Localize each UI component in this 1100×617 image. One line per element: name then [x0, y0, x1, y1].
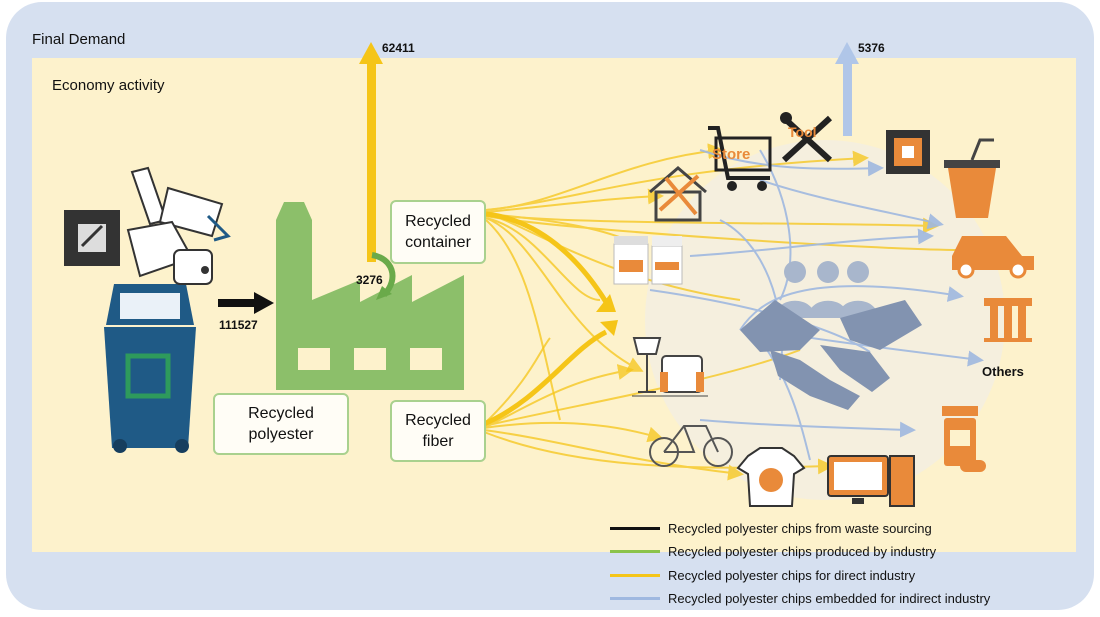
- tshirt-icon: [736, 447, 806, 507]
- legend-label-indirect: Recycled polyester chips embedded for in…: [668, 591, 991, 606]
- container-main-flow: [485, 211, 609, 304]
- legend-label-produced: Recycled polyester chips produced by ind…: [668, 544, 937, 559]
- recycled-container-box: Recycled container: [390, 200, 486, 264]
- direct-industry-flows-fiber: [483, 337, 834, 481]
- legend-swatch-produced: [610, 550, 660, 553]
- medicine-bottle-icon: [942, 406, 986, 472]
- factory-window-3: [410, 348, 442, 370]
- recycle-loop-value: 3276: [356, 273, 383, 287]
- food-cartons-icon: [613, 236, 683, 285]
- recycle-loop-arrow: [371, 252, 396, 298]
- tools-icon: [780, 112, 833, 163]
- container-main-flow-head: [596, 294, 616, 312]
- store-label: Store: [712, 146, 751, 163]
- economy-activity-label: Economy activity: [52, 77, 165, 94]
- legend-item-indirect: Recycled polyester chips embedded for in…: [610, 591, 990, 606]
- test-tubes-icon: [984, 298, 1032, 342]
- fiber-main-flow-head: [600, 320, 618, 336]
- waste-input-arrow: [218, 292, 274, 314]
- legend-label-waste: Recycled polyester chips from waste sour…: [668, 521, 932, 536]
- tool-label: Tool: [788, 124, 817, 140]
- handshake-icon: [740, 300, 922, 410]
- legend-swatch-direct: [610, 574, 660, 577]
- final-demand-label: Final Demand: [32, 31, 126, 48]
- factory-icon: [276, 202, 464, 390]
- recycle-loop-arrowhead: [376, 286, 392, 300]
- others-label: Others: [982, 364, 1024, 379]
- final-demand-arrow-direct: [359, 42, 383, 262]
- house-repair-icon: [649, 166, 707, 222]
- legend-item-produced: Recycled polyester chips produced by ind…: [610, 544, 936, 559]
- fiber-main-flow: [483, 329, 608, 427]
- recycling-bin-icon: [104, 284, 196, 453]
- bicycle-icon: [649, 425, 733, 467]
- legend-label-direct: Recycled polyester chips for direct indu…: [668, 568, 916, 583]
- final-demand-direct-value: 62411: [382, 41, 415, 55]
- recycled-fiber-box: Recycled fiber: [390, 400, 486, 462]
- computer-icon: [827, 455, 915, 507]
- final-demand-indirect-value: 5376: [858, 41, 885, 55]
- factory-window-2: [354, 348, 386, 370]
- legend-item-direct: Recycled polyester chips for direct indu…: [610, 568, 915, 583]
- factory-window-1: [298, 348, 330, 370]
- chip-icon: [886, 130, 930, 174]
- drink-cup-icon: [944, 138, 1000, 218]
- legend-swatch-indirect: [610, 597, 660, 600]
- recycled-polyester-box: Recycled polyester: [213, 393, 349, 455]
- waste-input-value: 111527: [219, 318, 258, 332]
- legend-item-waste: Recycled polyester chips from waste sour…: [610, 521, 932, 536]
- indirect-industry-flows: [649, 149, 984, 461]
- final-demand-arrow-indirect: [835, 42, 859, 136]
- furniture-icon: [632, 337, 708, 397]
- direct-industry-flows-container: [485, 143, 961, 421]
- stakeholders-icon: [775, 261, 878, 318]
- waste-items-icon: [64, 166, 231, 285]
- legend-swatch-waste: [610, 527, 660, 530]
- car-icon: [952, 236, 1034, 279]
- shopping-cart-icon: [708, 126, 772, 191]
